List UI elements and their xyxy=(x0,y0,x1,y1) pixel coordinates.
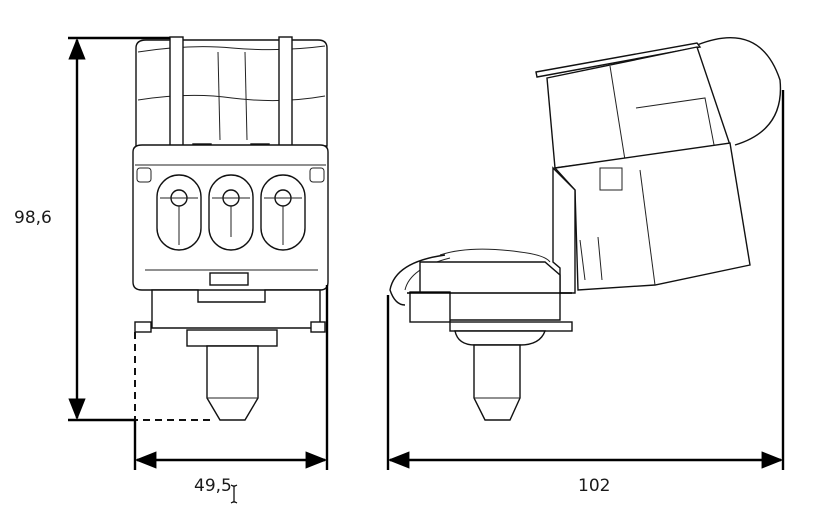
height-dimension-label: 98,6 xyxy=(14,208,52,228)
terminal-slots xyxy=(156,174,306,251)
text-cursor-icon xyxy=(230,484,238,504)
width-dimension-label: 49,5 xyxy=(194,476,232,496)
dimension-lines xyxy=(68,36,785,470)
front-view xyxy=(132,36,329,421)
depth-dimension-label: 102 xyxy=(578,476,611,496)
side-view xyxy=(389,36,782,421)
